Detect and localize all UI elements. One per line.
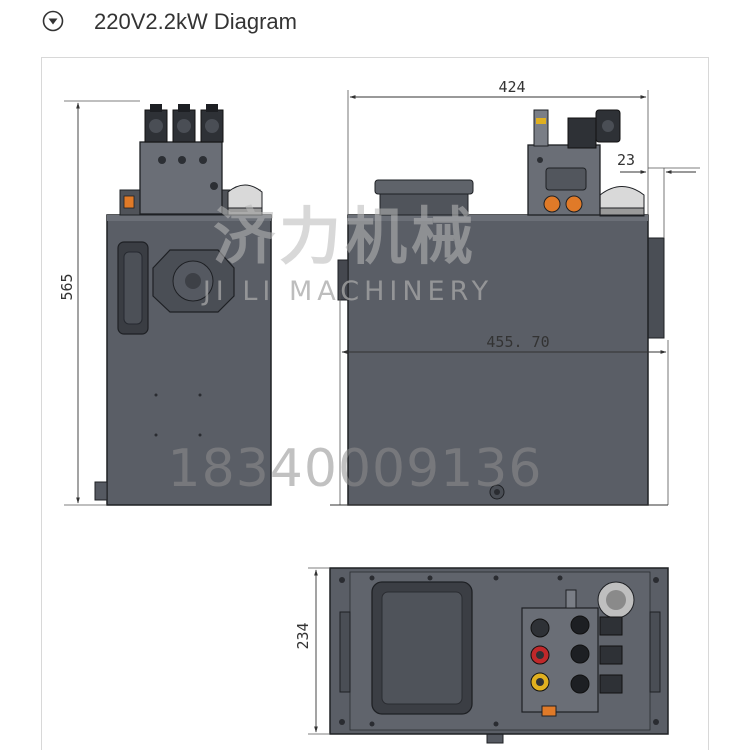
top-view	[308, 567, 669, 744]
depth-dimension-label: 234	[294, 622, 312, 649]
top-width-dimension-label: 424	[498, 78, 525, 96]
height-dimension-label: 565	[58, 273, 76, 300]
page-title: 220V2.2kW Diagram	[94, 9, 297, 34]
front-view	[330, 90, 700, 506]
watermark-subtitle: JI LI MACHINERY	[201, 276, 493, 307]
offset-dimension-label: 23	[617, 151, 635, 169]
front-width-dimension-label: 455. 70	[486, 333, 549, 351]
watermark-brand: 济力机械	[213, 200, 477, 273]
diagram-header: 220V2.2kW Diagram	[0, 0, 750, 46]
watermark-phone: 18340009136	[168, 439, 543, 499]
chevron-down-circle-icon[interactable]	[42, 10, 64, 32]
diagram-frame	[41, 57, 709, 750]
side-view	[64, 100, 272, 506]
watermark: 济力机械 JI LI MACHINERY 18340009136	[168, 200, 543, 499]
